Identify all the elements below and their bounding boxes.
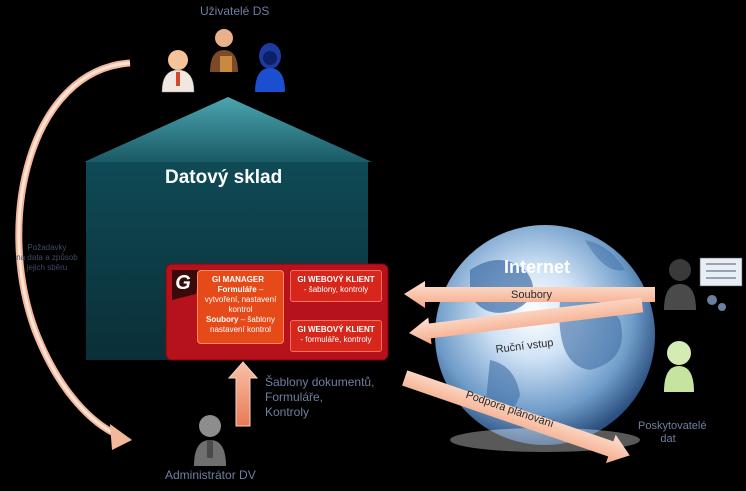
admin-label: Administrátor DV [165, 468, 256, 482]
gi-web-client-templates: GI WEBOVÝ KLIENT - šablony, kontroly [290, 270, 382, 302]
provider-user-icon [664, 259, 696, 310]
gi-web-client-title: GI WEBOVÝ KLIENT [297, 275, 375, 284]
admin-user-icon [194, 415, 226, 466]
warehouse-roof [84, 97, 372, 162]
user-icon [664, 341, 694, 392]
gi-manager-line-5: nastavení kontrol [210, 325, 271, 334]
gi-logo-letter: G [175, 272, 191, 294]
user-icon [161, 50, 195, 93]
curved-arrow-head [110, 424, 132, 450]
warehouse-title: Datový sklad [165, 167, 283, 188]
gi-web-client-title: GI WEBOVÝ KLIENT [297, 325, 375, 334]
gi-manager-panel: GI MANAGER Formuláře – vytvoření, nastav… [197, 270, 284, 344]
users-label: Uživatelé DS [200, 4, 270, 18]
providers-label: Poskytovatelé dat [638, 420, 707, 445]
templates-label: Šablony dokumentů, Formuláře, Kontroly [265, 375, 375, 419]
gi-web-client-subtitle: - formuláře, kontroly [300, 335, 372, 344]
gi-manager-title: GI MANAGER [212, 275, 264, 284]
files-arrow-label: Soubory [511, 289, 552, 301]
gi-web-client-forms: GI WEBOVÝ KLIENT - formuláře, kontroly [290, 320, 382, 352]
judge-user-icon [210, 29, 238, 72]
planning-support-arrow [402, 370, 630, 464]
data-form-icon [699, 257, 743, 311]
gi-web-client-subtitle: - šablony, kontroly [303, 285, 369, 294]
upload-arrow [227, 361, 259, 427]
gi-manager-line-3: kontrol [228, 305, 253, 314]
gi-manager-line-4: Soubory – šablony [206, 315, 275, 324]
files-arrow [404, 281, 655, 308]
requests-label: Požadavky na data a způsob jejich sběru [16, 243, 78, 272]
manual-input-arrow [409, 297, 644, 345]
gi-manager-line-2: vytvoření, nastavení [204, 295, 277, 304]
female-user-icon [255, 43, 285, 92]
gi-logo-icon [172, 270, 200, 300]
gi-manager-line-1: Formuláře – [217, 285, 264, 294]
internet-label: Internet [504, 257, 571, 277]
